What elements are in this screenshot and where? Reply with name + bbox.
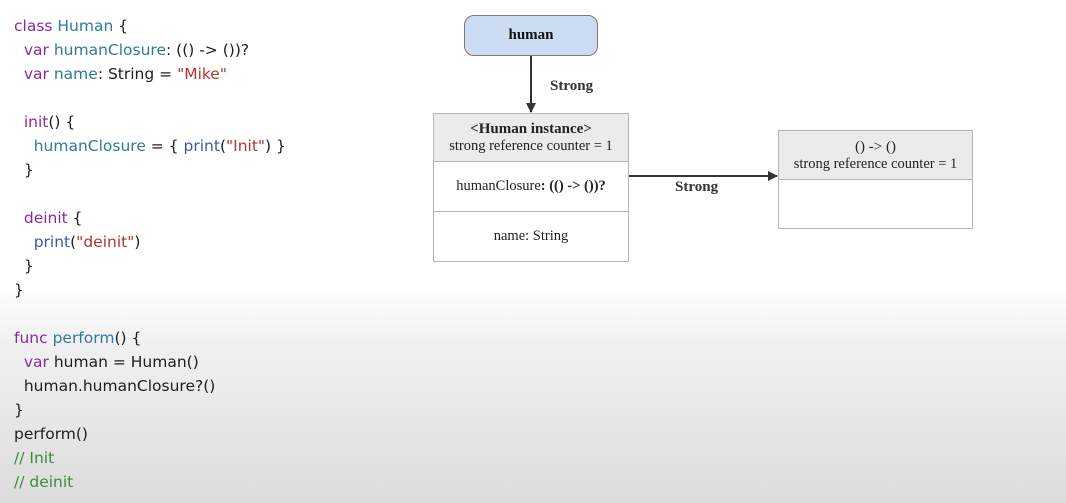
code-line: deinit { bbox=[14, 206, 286, 230]
human-instance-counter: strong reference counter = 1 bbox=[449, 138, 613, 154]
strong-label-2: Strong bbox=[675, 179, 719, 195]
code-token: } bbox=[14, 401, 24, 419]
closure-property-name: humanClosure bbox=[456, 178, 541, 194]
code-token: Human bbox=[57, 17, 114, 35]
closure-object-header: () -> () strong reference counter = 1 bbox=[779, 131, 972, 180]
closure-object-table: () -> () strong reference counter = 1 bbox=[778, 130, 973, 229]
code-token: "deinit" bbox=[76, 233, 135, 251]
code-token: print bbox=[183, 137, 220, 155]
code-token: "Init" bbox=[226, 137, 266, 155]
code-token: () { bbox=[114, 329, 142, 347]
code-token: human.humanClosure?() bbox=[14, 377, 216, 395]
code-line: print("deinit") bbox=[14, 230, 286, 254]
code-token: perform() bbox=[14, 425, 88, 443]
code-token: var bbox=[23, 353, 54, 371]
code-token: ) bbox=[134, 233, 141, 251]
code-line: perform() bbox=[14, 422, 286, 446]
code-token: humanClosure bbox=[33, 137, 146, 155]
code-token: deinit bbox=[23, 209, 68, 227]
code-token: = { bbox=[145, 137, 184, 155]
code-line: init() { bbox=[14, 110, 286, 134]
code-token: var bbox=[23, 65, 54, 83]
code-token: } bbox=[14, 281, 24, 299]
code-token: : String = bbox=[97, 65, 178, 83]
code-line: var name: String = "Mike" bbox=[14, 62, 286, 86]
code-line: // Init bbox=[14, 446, 286, 470]
code-token: : (() -> ())? bbox=[166, 41, 250, 59]
code-token: "Mike" bbox=[177, 65, 227, 83]
code-token: perform bbox=[52, 329, 115, 347]
closure-object-counter: strong reference counter = 1 bbox=[793, 156, 958, 172]
human-variable-label: human bbox=[508, 27, 554, 43]
human-closure-property-row: humanClosure: (() -> ())? bbox=[434, 162, 628, 212]
code-token: // deinit bbox=[14, 473, 74, 491]
code-line: human.humanClosure?() bbox=[14, 374, 286, 398]
code-token: print bbox=[33, 233, 71, 251]
code-token: { bbox=[113, 17, 129, 35]
closure-property-type: : (() -> ())? bbox=[540, 178, 606, 194]
code-line: var human = Human() bbox=[14, 350, 286, 374]
code-line: // deinit bbox=[14, 470, 286, 494]
code-line: class Human { bbox=[14, 14, 286, 38]
code-token: func bbox=[14, 329, 53, 347]
code-line: } bbox=[14, 158, 286, 182]
code-token: { bbox=[67, 209, 83, 227]
human-instance-table: <Human instance> strong reference counte… bbox=[433, 113, 629, 262]
code-listing: class Human { var humanClosure: (() -> (… bbox=[14, 14, 286, 494]
code-token: ) } bbox=[265, 137, 286, 155]
human-variable-box: human bbox=[464, 15, 598, 56]
code-line: } bbox=[14, 278, 286, 302]
code-line: } bbox=[14, 398, 286, 422]
name-property-row: name: String bbox=[434, 212, 628, 261]
code-line: humanClosure = { print("Init") } bbox=[14, 134, 286, 158]
code-token: name bbox=[53, 65, 98, 83]
code-token: } bbox=[14, 161, 34, 179]
code-token: init bbox=[23, 113, 49, 131]
code-token: ( bbox=[70, 233, 77, 251]
name-property-label: name: String bbox=[493, 228, 569, 244]
code-line: } bbox=[14, 254, 286, 278]
code-token: class bbox=[14, 17, 58, 35]
code-token: var bbox=[23, 41, 54, 59]
strong-label-1: Strong bbox=[550, 78, 594, 94]
code-token: ( bbox=[219, 137, 226, 155]
closure-object-title: () -> () bbox=[855, 139, 896, 155]
code-token: // Init bbox=[14, 449, 55, 467]
code-token: humanClosure bbox=[53, 41, 166, 59]
code-token: () { bbox=[48, 113, 76, 131]
code-line: var humanClosure: (() -> ())? bbox=[14, 38, 286, 62]
human-instance-title: <Human instance> bbox=[470, 121, 592, 137]
code-token: } bbox=[14, 257, 34, 275]
code-token: human = Human() bbox=[53, 353, 199, 371]
human-instance-header: <Human instance> strong reference counte… bbox=[434, 114, 628, 162]
code-line: func perform() { bbox=[14, 326, 286, 350]
